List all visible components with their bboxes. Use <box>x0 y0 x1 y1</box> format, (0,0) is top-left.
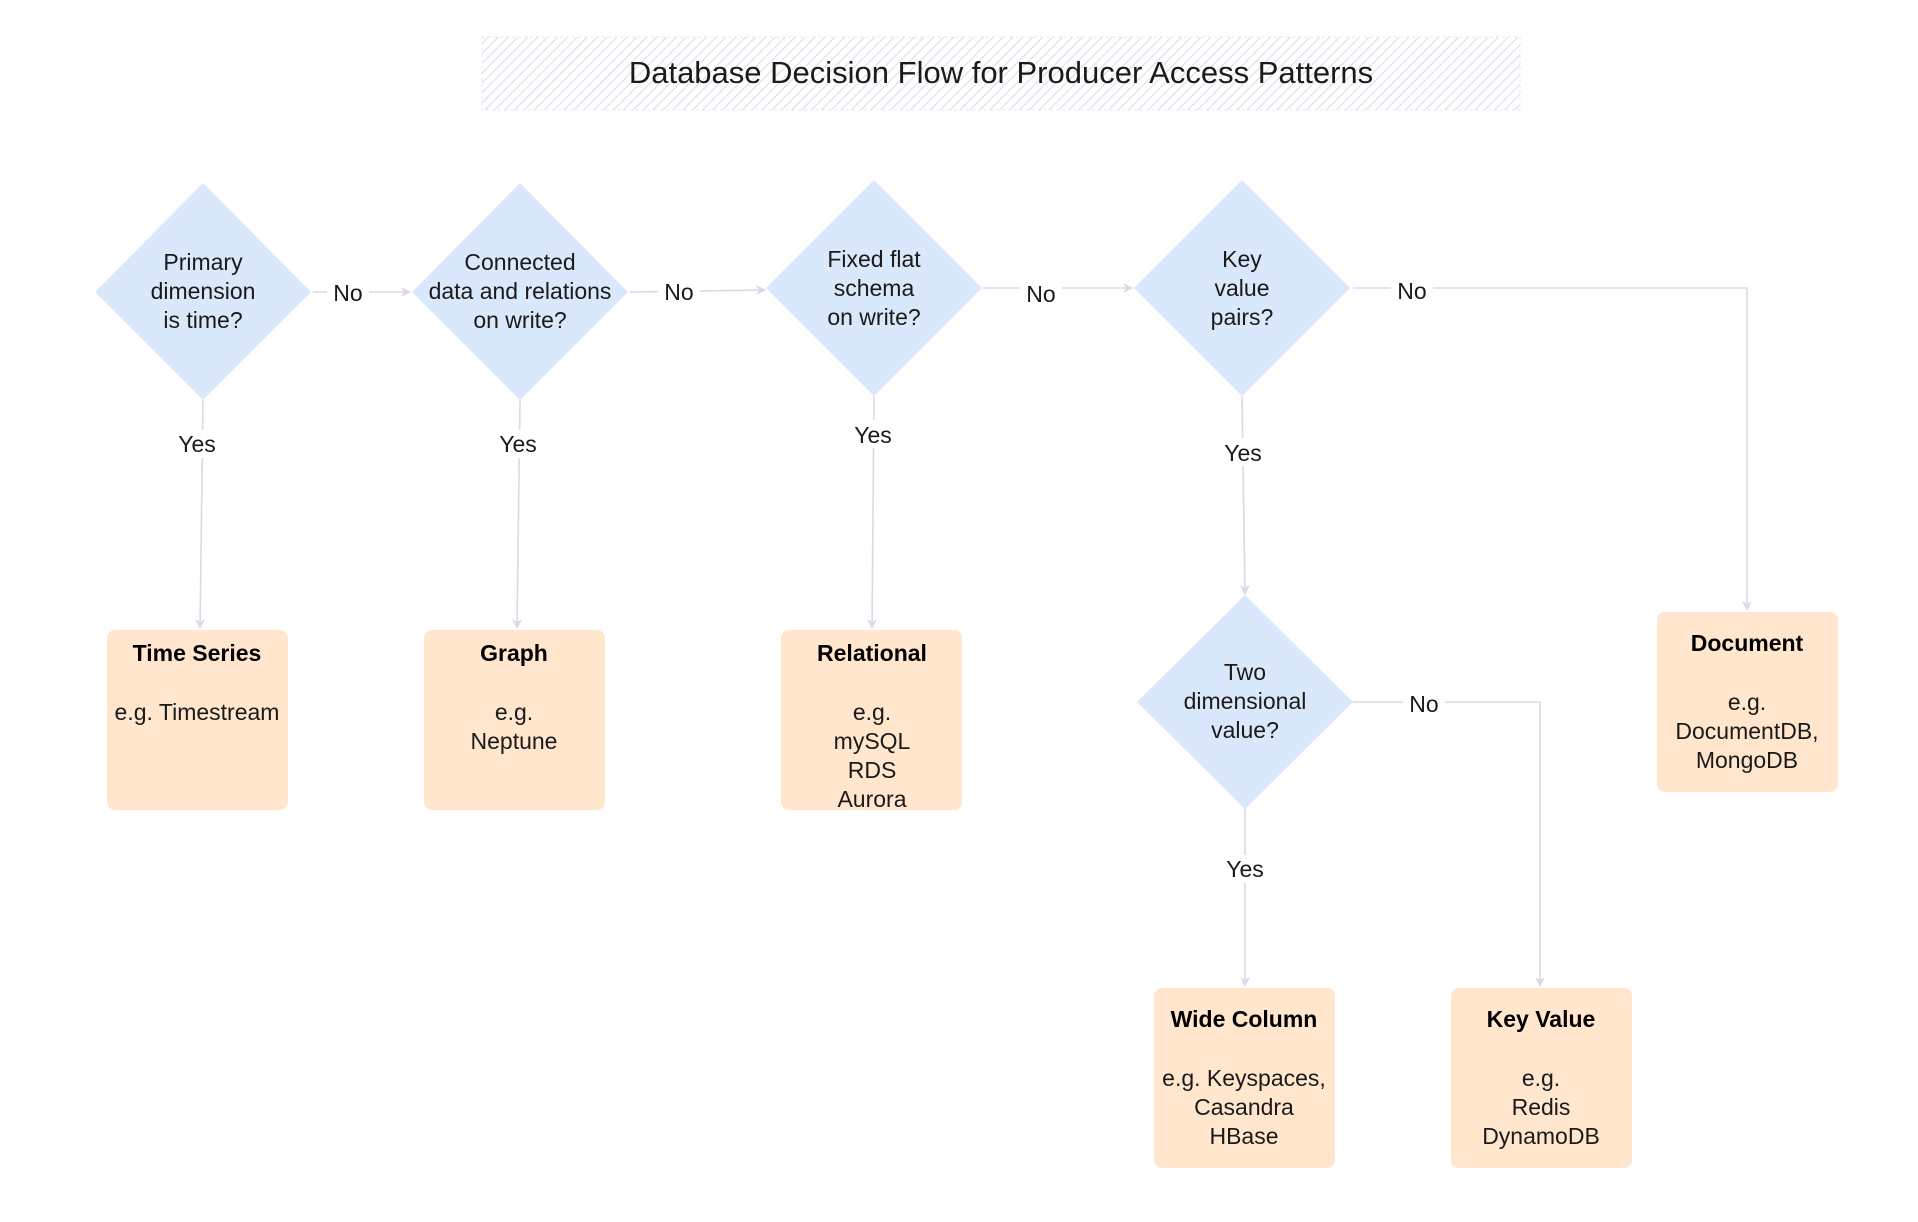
result-line: MongoDB <box>1696 747 1798 773</box>
decision-line: schema <box>834 275 915 301</box>
edge-twod-to-keyvalue <box>1353 701 1545 987</box>
edge-label-yes-relational: Yes <box>854 422 892 448</box>
result-line: DynamoDB <box>1482 1123 1600 1149</box>
result-title: Time Series <box>133 640 262 666</box>
result-box <box>1657 612 1838 792</box>
decision-line: dimensional <box>1184 688 1307 714</box>
result-line: Neptune <box>471 728 558 754</box>
result-line: Aurora <box>837 786 906 812</box>
result-box <box>1154 988 1335 1168</box>
decision-line: Key <box>1222 246 1262 272</box>
result-line: RDS <box>848 757 897 783</box>
result-line: e.g. <box>1522 1065 1560 1091</box>
decision-line: value <box>1215 275 1270 301</box>
decision-diamond <box>95 183 311 400</box>
label-bg <box>494 430 542 458</box>
result-line: DocumentDB, <box>1675 718 1818 744</box>
edge-label-no-graph: No <box>664 279 693 305</box>
label-bg <box>1391 277 1433 305</box>
result-title: Relational <box>817 640 927 666</box>
edge-label-no-relational: No <box>1026 281 1055 307</box>
result-box <box>107 630 288 810</box>
decision-line: Primary <box>163 249 243 275</box>
decision-line: value? <box>1211 717 1279 743</box>
edge-label-no-twod: No <box>1409 691 1438 717</box>
result-box <box>1451 988 1632 1168</box>
edge-label-yes-kv: Yes <box>1224 440 1262 466</box>
result-wide-column: Wide Column e.g. Keyspaces, Casandra HBa… <box>1154 988 1335 1168</box>
decision-diamond <box>412 183 628 400</box>
decision-line: Two <box>1224 659 1266 685</box>
title-hatch-background <box>481 36 1521 111</box>
result-relational: Relational e.g. mySQL RDS Aurora <box>781 630 962 812</box>
decision-line: on write? <box>827 304 920 330</box>
edge-label-yes-graph: Yes <box>499 431 537 457</box>
result-key-value: Key Value e.g. Redis DynamoDB <box>1451 988 1632 1168</box>
result-title: Document <box>1691 630 1804 656</box>
label-bg <box>327 278 369 306</box>
decision-line: data and relations <box>429 278 612 304</box>
decision-relational: Fixed flat schema on write? <box>766 180 982 396</box>
result-line: mySQL <box>834 728 911 754</box>
result-graph: Graph e.g. Neptune <box>424 630 605 810</box>
decision-line: dimension <box>151 278 256 304</box>
result-box <box>424 630 605 810</box>
label-bg <box>1221 855 1269 883</box>
result-line: e.g. Keyspaces, <box>1162 1065 1326 1091</box>
label-bg <box>1219 438 1267 466</box>
decision-diamond <box>766 180 982 396</box>
decision-twod: Two dimensional value? <box>1137 595 1353 809</box>
decision-line: Connected <box>464 249 575 275</box>
edge-kv-to-document <box>1353 287 1752 611</box>
result-line: Redis <box>1512 1094 1571 1120</box>
edge-label-yes-twod: Yes <box>1226 856 1264 882</box>
decision-line: on write? <box>473 307 566 333</box>
decision-graph: Connected data and relations on write? <box>412 183 628 400</box>
label-bg <box>1403 691 1445 719</box>
title-box: Database Decision Flow for Producer Acce… <box>481 36 1521 111</box>
edge-kv-to-twod <box>1239 395 1250 595</box>
result-title: Graph <box>480 640 548 666</box>
result-line: e.g. <box>853 699 891 725</box>
result-title: Wide Column <box>1171 1006 1318 1032</box>
decision-time: Primary dimension is time? <box>95 183 311 400</box>
label-bg <box>1020 279 1062 307</box>
label-bg <box>849 420 897 448</box>
result-title: Key Value <box>1487 1006 1596 1032</box>
diagram-title: Database Decision Flow for Producer Acce… <box>629 55 1373 90</box>
result-line: Casandra <box>1194 1094 1294 1120</box>
label-bg <box>658 277 700 305</box>
edge-label-no-kv: No <box>1397 278 1426 304</box>
edge-label-no-time: No <box>333 280 362 306</box>
result-line: HBase <box>1209 1123 1278 1149</box>
decision-line: pairs? <box>1211 304 1274 330</box>
result-line: e.g. <box>1728 689 1766 715</box>
result-box <box>781 630 962 810</box>
decision-diamond <box>1137 595 1353 809</box>
decision-line: Fixed flat <box>827 246 921 272</box>
edge-label-yes-time: Yes <box>178 431 216 457</box>
decision-line: is time? <box>163 307 242 333</box>
label-bg <box>173 430 221 458</box>
result-line: e.g. Timestream <box>115 699 280 725</box>
decision-diamond <box>1134 180 1350 396</box>
result-document: Document e.g. DocumentDB, MongoDB <box>1657 612 1838 792</box>
result-time-series: Time Series e.g. Timestream <box>107 630 288 810</box>
result-line: e.g. <box>495 699 533 725</box>
edge-labels: No No No No No Yes Yes Yes Yes Yes <box>173 277 1445 883</box>
decision-kv: Key value pairs? <box>1134 180 1350 396</box>
